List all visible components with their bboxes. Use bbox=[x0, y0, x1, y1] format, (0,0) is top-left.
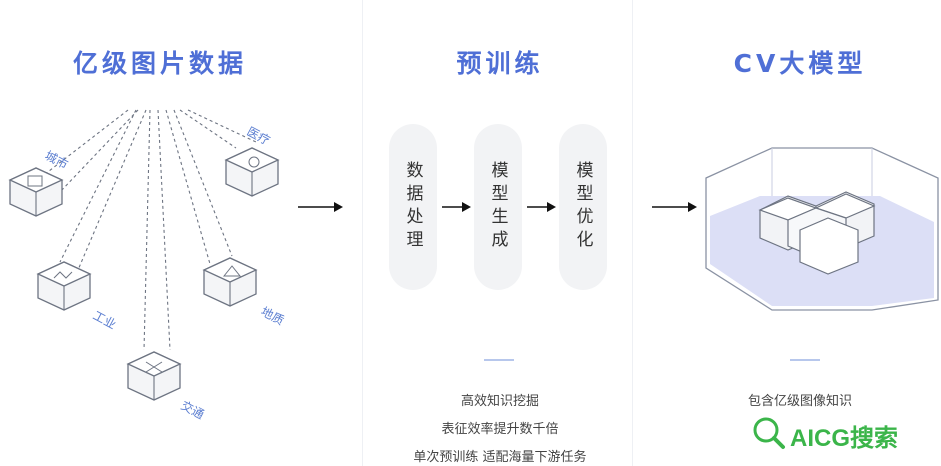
feature-text: 高效知识挖掘 bbox=[460, 394, 539, 409]
feature-divider bbox=[484, 359, 514, 361]
feature-text: 表征效率提升数千倍 bbox=[441, 422, 559, 437]
step-label: 数据处理 bbox=[402, 161, 423, 253]
step-model-generation: 模型生成 bbox=[474, 124, 522, 290]
search-icon bbox=[753, 417, 785, 449]
step-label: 模型优化 bbox=[572, 161, 593, 253]
connection-lines bbox=[39, 109, 257, 351]
node-medical bbox=[225, 147, 279, 197]
data-sources-diagram: 城市 医疗 工业 地质 交通 bbox=[9, 109, 343, 422]
node-city bbox=[9, 167, 63, 217]
feature-divider bbox=[790, 359, 820, 361]
node-traffic bbox=[127, 351, 181, 401]
section-title-pretrain: 预训练 bbox=[456, 49, 544, 78]
arrow-right-icon bbox=[298, 202, 343, 212]
step-model-optimization: 模型优化 bbox=[559, 124, 607, 290]
watermark-logo: AICG搜索 bbox=[790, 425, 898, 452]
column-divider bbox=[362, 0, 363, 466]
node-geology bbox=[203, 257, 257, 307]
feature-text: 包含亿级图像知识 bbox=[747, 394, 852, 409]
step-data-processing: 数据处理 bbox=[389, 124, 437, 290]
section-title-data: 亿级图片数据 bbox=[72, 49, 247, 78]
feature-text: 单次预训练 适配海量下游任务 bbox=[413, 450, 587, 465]
node-industry bbox=[37, 261, 91, 311]
step-label: 模型生成 bbox=[487, 161, 508, 253]
column-divider bbox=[632, 0, 633, 466]
section-title-model: CV大模型 bbox=[733, 49, 867, 78]
